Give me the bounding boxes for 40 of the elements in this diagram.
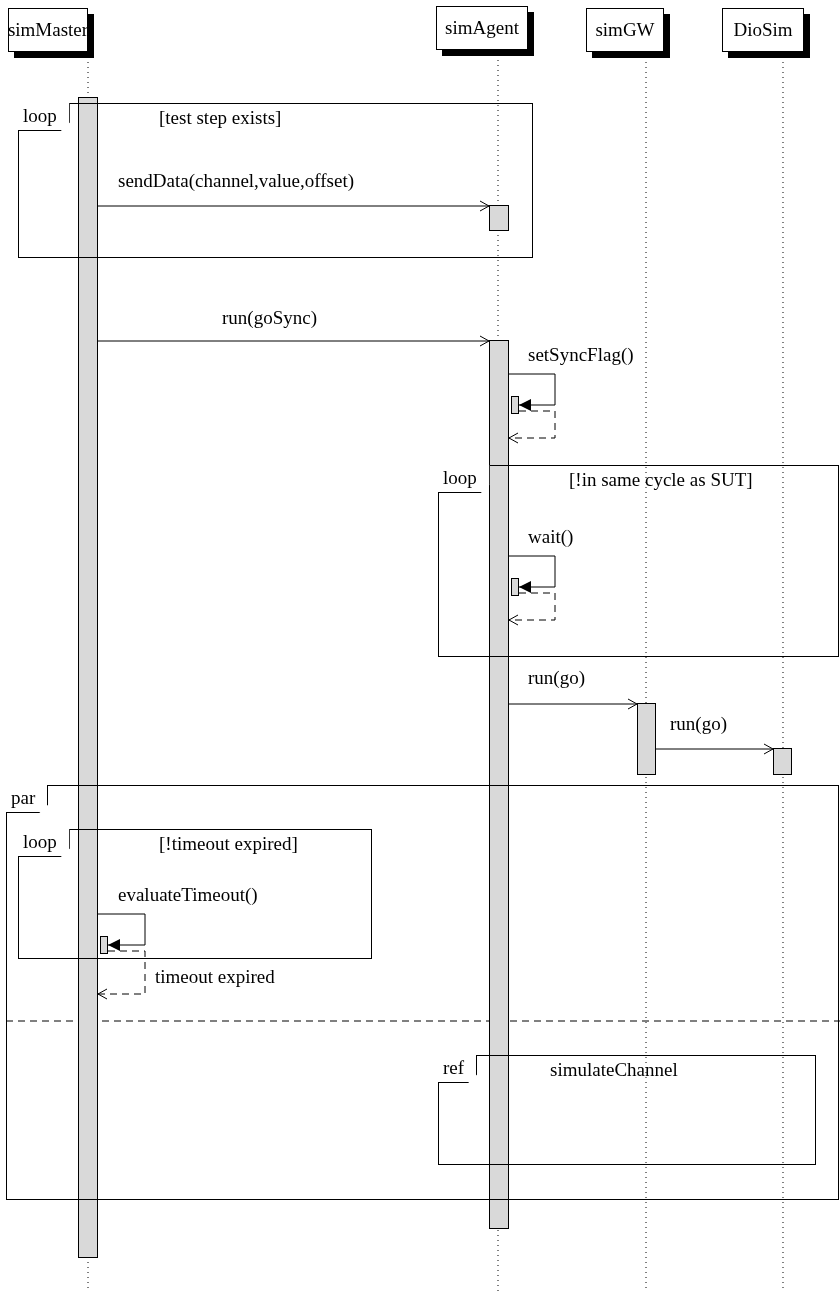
message-arrow <box>655 743 774 755</box>
message-arrow <box>97 200 490 212</box>
fragment-frame <box>438 1055 816 1165</box>
reference-name: simulateChannel <box>550 1059 678 1081</box>
guard-condition: [test step exists] <box>159 107 282 129</box>
message-arrow <box>97 950 146 1000</box>
message-arrow <box>97 913 146 951</box>
activation-bar <box>100 936 108 954</box>
message-label: timeout expired <box>155 966 275 988</box>
message-label: run(goSync) <box>222 307 317 329</box>
guard-condition: [!timeout expired] <box>159 833 298 855</box>
activation-bar <box>489 340 509 1229</box>
fragment-frame <box>438 465 839 657</box>
fragment-operator-tab: loop <box>18 829 70 857</box>
fragment-frame <box>18 103 533 258</box>
fragment-frame <box>18 829 372 959</box>
message-arrow <box>508 555 556 593</box>
activation-bar <box>489 205 509 231</box>
activation-bar <box>637 703 656 775</box>
fragment-operator-tab: loop <box>438 465 490 493</box>
message-label: run(go) <box>670 713 727 735</box>
fragment-operator-tab: loop <box>18 103 70 131</box>
fragment-operator-tab: par <box>6 785 49 813</box>
activation-bar <box>78 97 98 1258</box>
message-label: evaluateTimeout() <box>118 884 258 906</box>
activation-bar <box>773 748 792 775</box>
fragment-operator-tab: ref <box>438 1055 478 1083</box>
activation-bar <box>511 396 519 414</box>
message-arrow <box>508 698 638 710</box>
guard-condition: [!in same cycle as SUT] <box>569 469 753 491</box>
message-arrow <box>97 335 490 347</box>
message-label: wait() <box>528 526 574 548</box>
message-label: sendData(channel,value,offset) <box>118 170 354 192</box>
activation-bar <box>511 578 519 596</box>
message-label: run(go) <box>528 667 585 689</box>
fragment-frame <box>6 785 839 1200</box>
message-arrow <box>508 410 556 444</box>
message-arrow <box>508 373 556 411</box>
message-label: setSyncFlag() <box>528 344 634 366</box>
message-arrow <box>508 592 556 626</box>
